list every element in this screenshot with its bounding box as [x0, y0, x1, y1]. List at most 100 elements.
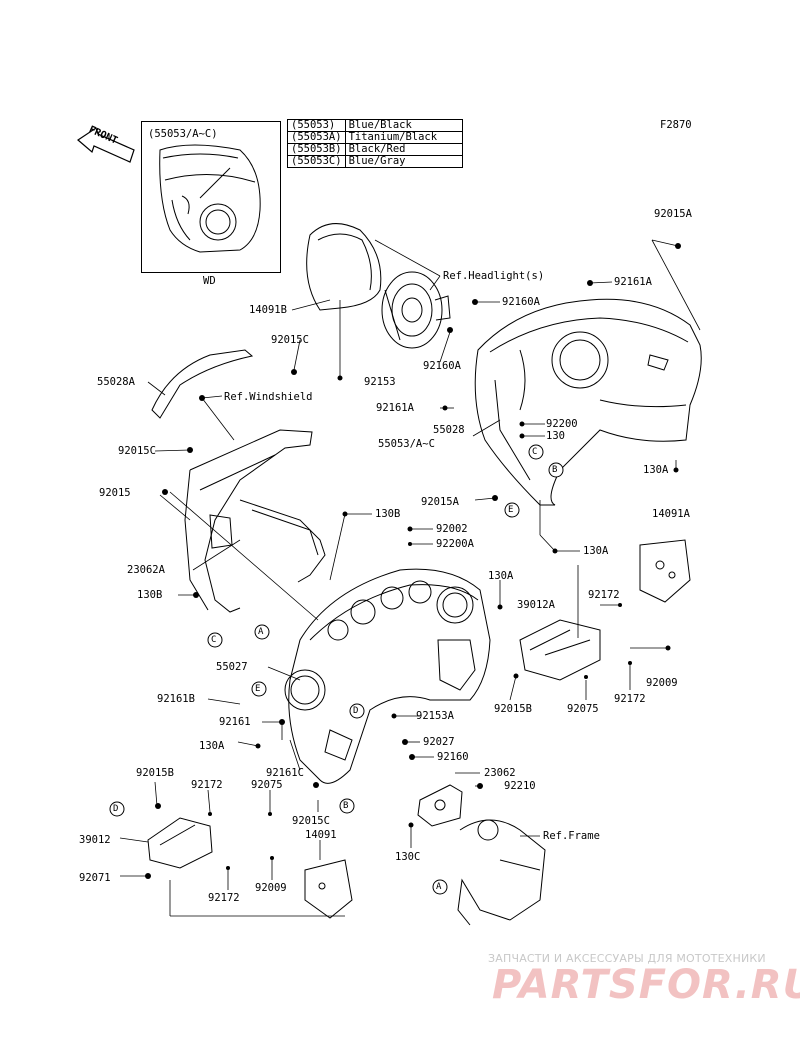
part-label: 92161A — [614, 276, 652, 288]
inset-title: (55053/A~C) — [148, 128, 218, 140]
inset-fairing-drawing — [159, 144, 261, 253]
color-code: (55053C) — [287, 155, 346, 168]
part-label: 92075 — [251, 779, 283, 791]
color-row: (55053B)Black/Red — [287, 143, 463, 156]
callout-b: B — [343, 801, 349, 811]
outer-fairing-part — [474, 298, 702, 506]
color-code: (55053A) — [287, 131, 346, 144]
color-row: (55053A)Titanium/Black — [287, 131, 463, 144]
part-label: 92172 — [208, 892, 240, 904]
color-name: Blue/Black — [344, 119, 463, 132]
ref-label: Ref.Windshield — [224, 391, 313, 403]
part-label: 130A — [583, 545, 609, 557]
part-label: 23062A — [127, 564, 165, 576]
part-label: 92009 — [255, 882, 287, 894]
switch-panel-part — [639, 539, 691, 603]
fastener-dots — [145, 243, 681, 879]
part-label: 92015A — [654, 208, 692, 220]
windshield-trim-part — [151, 349, 254, 419]
part-label: 92160A — [502, 296, 540, 308]
ref-label: Ref.Headlight(s) — [443, 270, 545, 282]
part-label: 92009 — [646, 677, 678, 689]
part-label: 92015B — [136, 767, 174, 779]
color-table: (55053)Blue/Black (55053A)Titanium/Black… — [287, 119, 463, 168]
color-name: Black/Red — [344, 143, 463, 156]
inset-caption: WD — [203, 275, 216, 287]
callout-c: C — [532, 447, 538, 457]
callout-e: E — [255, 684, 261, 694]
part-label: 92161A — [376, 402, 414, 414]
part-label: 39012 — [79, 834, 111, 846]
part-label: 130B — [137, 589, 163, 601]
part-label: 92015A — [421, 496, 459, 508]
part-label: 92160 — [437, 751, 469, 763]
inner-fairing-part — [284, 568, 491, 784]
part-label: 92015C — [271, 334, 309, 346]
headlight-unit-part — [381, 271, 451, 349]
figure-code: F2870 — [660, 119, 692, 131]
part-label: 92161C — [266, 767, 304, 779]
color-code: (55053B) — [287, 143, 346, 156]
part-label: 92015C — [292, 815, 330, 827]
part-label: 92200 — [546, 418, 578, 430]
part-label: 130A — [199, 740, 225, 752]
part-label: 130C — [395, 851, 421, 863]
left-switch-panel-part — [304, 859, 353, 919]
part-label: 92015B — [494, 703, 532, 715]
watermark-brand: PARTSFOR.RU — [492, 962, 800, 1008]
part-label: 130A — [643, 464, 669, 476]
part-label: 14091B — [249, 304, 287, 316]
part-label: 92002 — [436, 523, 468, 535]
part-label: 92210 — [504, 780, 536, 792]
color-name: Blue/Gray — [344, 155, 463, 168]
part-label: 92153 — [364, 376, 396, 388]
part-label: 92027 — [423, 736, 455, 748]
mount-bracket-part — [417, 784, 463, 827]
color-name: Titanium/Black — [344, 131, 463, 144]
callout-c: C — [211, 635, 217, 645]
callout-a: A — [258, 627, 264, 637]
frame-ref-part — [457, 819, 546, 926]
headlight-ring-part — [306, 223, 382, 311]
right-pocket-part — [519, 619, 601, 681]
part-label: 92200A — [436, 538, 474, 550]
part-label: 92075 — [567, 703, 599, 715]
part-label: 14091 — [305, 829, 337, 841]
color-row: (55053C)Blue/Gray — [287, 155, 463, 168]
part-label: 92153A — [416, 710, 454, 722]
color-code: (55053) — [287, 119, 346, 132]
callout-e: E — [508, 505, 514, 515]
part-label: 130 — [546, 430, 565, 442]
part-label: 92172 — [588, 589, 620, 601]
part-label: 130A — [488, 570, 514, 582]
callout-b: B — [552, 465, 558, 475]
color-row: (55053)Blue/Black — [287, 119, 463, 132]
part-label: 92172 — [614, 693, 646, 705]
callout-d: D — [113, 804, 119, 814]
part-label: 92015 — [99, 487, 131, 499]
part-label: 55028 — [433, 424, 465, 436]
part-label: 92015C — [118, 445, 156, 457]
callout-d: D — [353, 706, 359, 716]
part-label: 92172 — [191, 779, 223, 791]
left-pocket-part — [147, 817, 213, 869]
part-label: 92071 — [79, 872, 111, 884]
part-label: 55027 — [216, 661, 248, 673]
part-label: 130B — [375, 508, 401, 520]
leader-lines — [119, 239, 701, 917]
part-label: 92161B — [157, 693, 195, 705]
ref-label: Ref.Frame — [543, 830, 600, 842]
part-label: 14091A — [652, 508, 690, 520]
part-label: 92160A — [423, 360, 461, 372]
callout-circles — [109, 444, 564, 895]
part-label: 23062 — [484, 767, 516, 779]
part-label: 55053/A~C — [378, 438, 435, 450]
inset-box: (55053/A~C) WD — [141, 121, 281, 287]
watermark-tagline: ЗАПЧАСТИ И АКСЕССУАРЫ ДЛЯ МОТОТЕХНИКИ — [488, 952, 766, 965]
part-label: 92161 — [219, 716, 251, 728]
front-arrow-icon — [77, 127, 135, 163]
part-label: 55028A — [97, 376, 135, 388]
callout-a: A — [436, 882, 442, 892]
bracket-frame-part — [184, 429, 326, 613]
